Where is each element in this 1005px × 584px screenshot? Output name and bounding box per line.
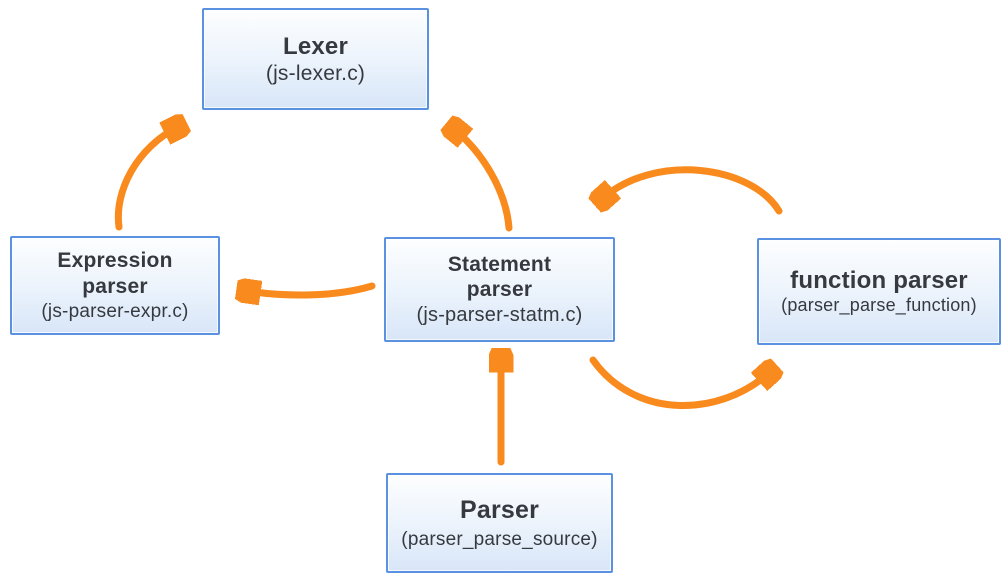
node-title: Expression parser	[57, 249, 173, 298]
node-function-parser: function parser (parser_parse_function)	[757, 238, 1001, 345]
node-subtitle: (js-lexer.c)	[265, 61, 366, 85]
node-title: Statement parser	[447, 252, 552, 302]
node-title: Lexer	[282, 32, 349, 60]
edge-function-parser-to-statement-parser	[602, 166, 783, 211]
node-subtitle: (js-parser-statm.c)	[416, 303, 583, 326]
node-title: Parser	[459, 496, 540, 525]
node-subtitle: (js-parser-expr.c)	[41, 300, 189, 322]
node-subtitle: (parser_parse_function)	[781, 295, 977, 316]
edge-expression-parser-to-lexer	[114, 127, 178, 231]
node-lexer: Lexer (js-lexer.c)	[202, 8, 429, 110]
edge-statement-parser-to-function-parser	[589, 360, 770, 409]
node-title: function parser	[790, 266, 968, 294]
node-parser: Parser (parser_parse_source)	[386, 473, 613, 573]
edge-statement-parser-to-lexer	[454, 129, 513, 232]
edge-statement-parser-to-expression-parser	[246, 286, 376, 295]
node-expression-parser: Expression parser (js-parser-expr.c)	[10, 236, 220, 335]
node-statement-parser: Statement parser (js-parser-statm.c)	[384, 237, 615, 342]
node-subtitle: (parser_parse_source)	[401, 528, 598, 550]
